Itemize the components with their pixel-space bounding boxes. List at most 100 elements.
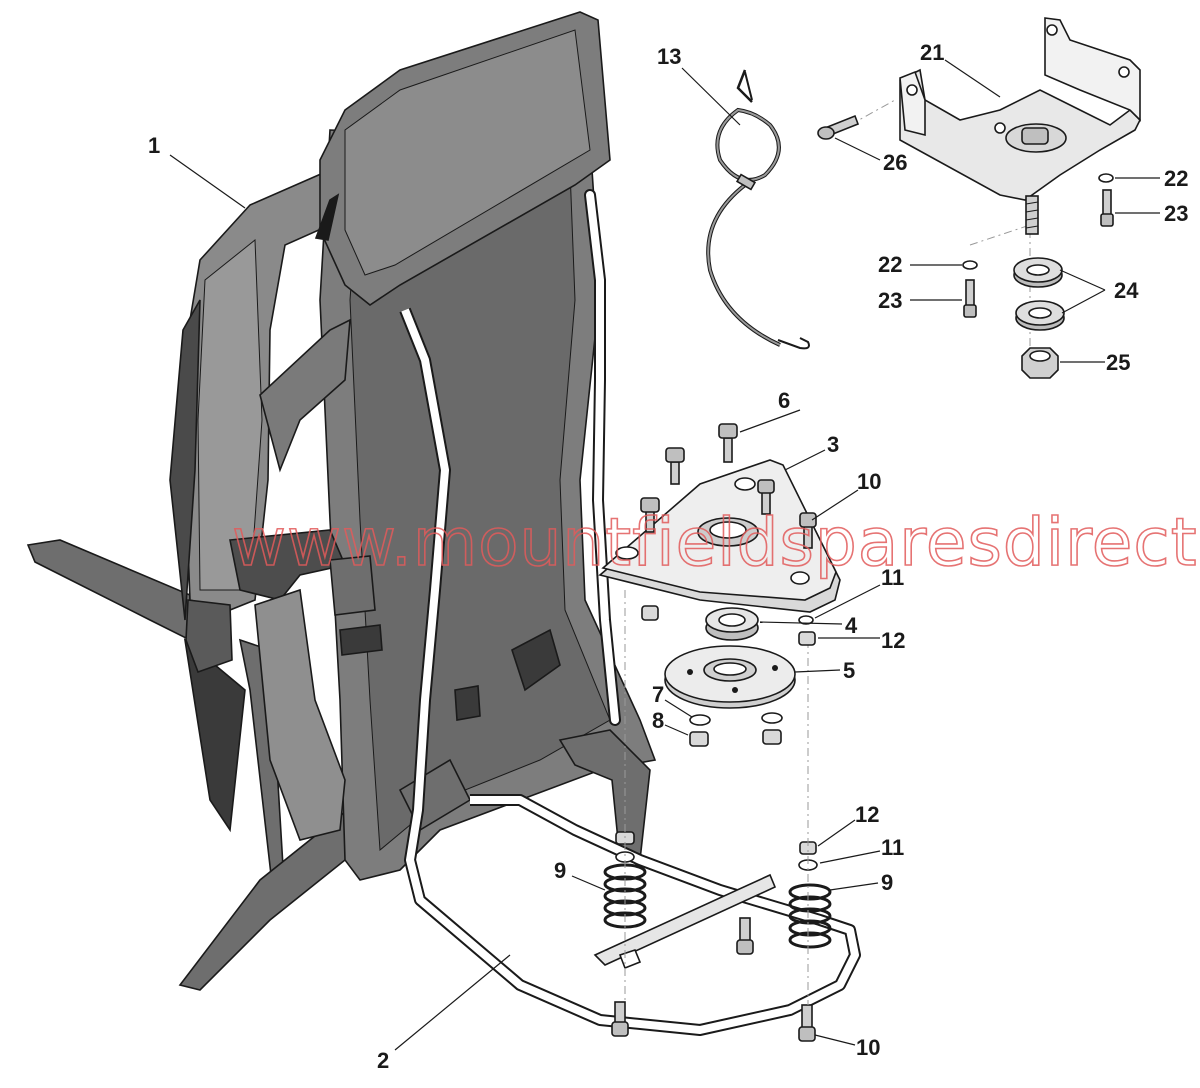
mounting-plate-assembly [598,423,841,621]
strap-keeper [339,624,383,656]
bolt-10a-head [640,497,660,513]
flange-bolt-hole-a [687,669,693,675]
callout-24: 24 [1114,278,1139,303]
flange-bolt-hole-b [772,665,778,671]
bolt-23-left-head [963,304,977,318]
screw-26-head [817,126,835,140]
washer-7b [761,712,783,724]
bolt-bottom-right [801,1004,813,1030]
zip-pull [314,193,340,241]
flange-hole [713,662,747,676]
bracket-hole-d [994,122,1006,134]
waist-belt-left [26,539,191,642]
washer-22-left [962,260,978,270]
bushing [705,607,759,641]
callout-22-left: 22 [878,252,902,277]
snap-hook [736,69,753,103]
screw-26 [817,114,860,140]
stud-thread [1025,201,1039,229]
callout-7: 7 [652,682,664,707]
hanging-strap-dark [183,638,246,833]
spring-right [788,841,832,949]
suspension-cable [706,69,810,350]
bolt-6c-head [757,479,775,494]
shoulder-strap-right [259,318,351,473]
belt-keeper-right [511,628,561,692]
frame-bolt-center [739,917,751,943]
bolt-bottom-right-head [798,1026,816,1042]
bolt-6a-head [665,447,685,463]
leader-lines [169,59,1160,1051]
callout-11-lower: 11 [881,835,904,860]
callout-23-right: 23 [1164,201,1188,226]
washer-11-upper [798,615,814,625]
callout-3: 3 [827,432,839,457]
snap-hook-gate [744,71,753,101]
lock-nut-25 [1021,347,1059,379]
bolt-23-right-head [1100,213,1114,227]
nut-8a [689,731,709,747]
callout-12-lower: 12 [855,802,879,827]
washer-7a [689,714,711,726]
bolt-6b-head [718,423,738,439]
callout-9-left: 9 [554,858,566,883]
bolt-bottom-left-head [611,1021,629,1037]
callout-5: 5 [843,658,855,683]
callout-10-upper: 10 [857,469,881,494]
chest-strap-clip [329,555,376,616]
bracket-wing-right [1044,17,1141,122]
bolt-23-right [1102,189,1112,217]
frame-bolt-center-head [736,939,754,955]
callout-2: 2 [377,1048,389,1073]
nut-12-upper [798,631,816,646]
bracket-hole-a [1046,24,1058,36]
chest-strap [229,529,347,601]
callout-8: 8 [652,708,664,733]
rubber-washer-upper [1013,257,1063,288]
cable-ferrule [735,173,757,191]
coil-spring-right [788,883,832,949]
flange-bolt-hole-c [732,687,738,693]
flange-plate [664,645,796,709]
frame-tube [401,308,859,1034]
bracket-stud [1025,195,1039,235]
callout-10-lower: 10 [856,1035,880,1060]
bolt-6a [670,461,680,485]
cable-loop [716,108,780,181]
callout-labels: 1 2 3 4 5 6 7 8 9 9 10 10 11 11 12 12 13… [148,40,1188,1073]
callout-12-upper: 12 [881,628,905,653]
frame-bolts [611,917,816,1042]
watermark-text: www.mountfieldsparesdirect [232,504,1198,581]
bolt-6b [723,437,733,463]
bolt-23-left [965,279,975,309]
rubber-washer-lower [1015,300,1065,331]
plate-hole-top [734,477,756,491]
callout-22-right: 22 [1164,166,1188,191]
strap-buckle [185,599,233,674]
cable-tail [707,184,781,346]
bushing-hole [718,613,746,627]
bracket-hole-b [1118,66,1130,78]
callout-9-right: 9 [881,870,893,895]
callout-23-left: 23 [878,288,902,313]
nut-8b [762,729,782,745]
washer-22-right [1098,173,1114,183]
backpack-harness [26,11,657,991]
top-cushion-face [344,29,591,276]
frame-upright [586,191,619,724]
cable-end-hook [777,337,810,350]
callout-4: 4 [845,613,858,638]
mounting-bracket [899,17,1141,235]
carrier-frame [399,189,861,1036]
cable-tail-outline [706,183,781,347]
callout-6: 6 [778,388,790,413]
bracket-nut [1021,127,1049,145]
plate-hole-right [790,571,810,585]
bolt-bottom-left [614,1001,626,1025]
belt-keeper-left [454,685,481,721]
bolt-10b-head [799,512,817,528]
frame-crossbar [593,873,777,966]
bracket-hole-c [906,84,918,96]
